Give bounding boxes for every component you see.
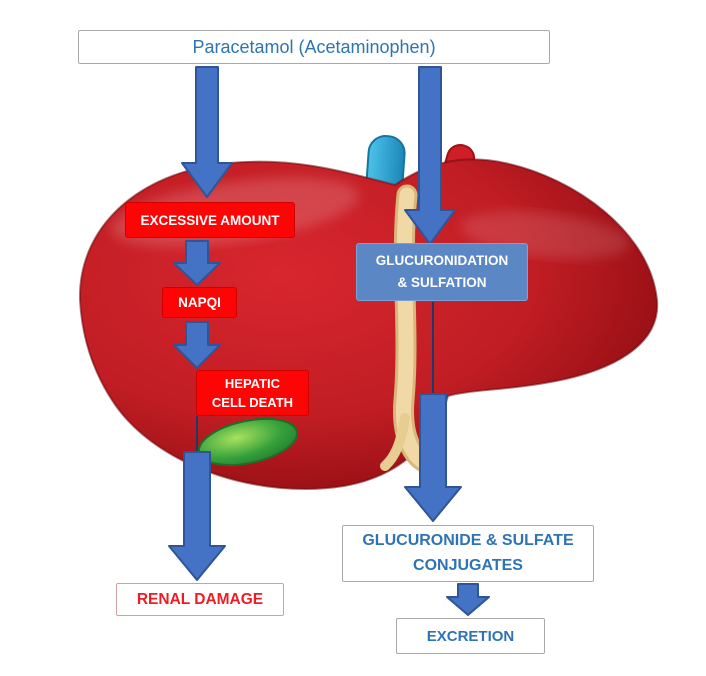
hepatic-cell-death-line2: CELL DEATH: [211, 395, 294, 410]
arrow-hepatic-to-renal: [168, 451, 226, 581]
glucuronidation-sulfation-box: GLUCURONIDATION & SULFATION: [356, 243, 528, 301]
conjugates-line2: CONJUGATES: [413, 556, 523, 574]
arrow-paracetamol-to-excessive: [181, 66, 233, 198]
glucuronidation-line2: & SULFATION: [397, 275, 487, 290]
glucuronidation-line1: GLUCURONIDATION: [375, 252, 509, 268]
arrow-excessive-to-napqi: [173, 240, 221, 286]
excessive-amount-label: EXCESSIVE AMOUNT: [140, 212, 280, 228]
napqi-box: NAPQI: [162, 287, 237, 318]
conjugates-line1: GLUCURONIDE & SULFATE: [362, 531, 574, 549]
conjugates-box: GLUCURONIDE & SULFATE CONJUGATES: [342, 525, 594, 582]
hepatic-cell-death-line1: HEPATIC: [224, 375, 281, 391]
arrow-paracetamol-to-glucuronidation: [404, 66, 456, 245]
excessive-amount-box: EXCESSIVE AMOUNT: [125, 202, 295, 238]
napqi-label: NAPQI: [178, 295, 221, 310]
title-label: Paracetamol (Acetaminophen): [192, 36, 436, 57]
arrow-glucuronidation-to-conjugates: [404, 393, 462, 522]
excretion-label: EXCRETION: [426, 627, 515, 645]
arrow-napqi-to-hepatic: [173, 321, 221, 369]
title-box: Paracetamol (Acetaminophen): [78, 30, 550, 64]
hepatic-cell-death-box: HEPATIC CELL DEATH: [196, 370, 309, 416]
renal-damage-label: RENAL DAMAGE: [136, 590, 264, 608]
renal-damage-box: RENAL DAMAGE: [116, 583, 284, 616]
arrow-conjugates-to-excretion: [446, 583, 490, 616]
excretion-box: EXCRETION: [396, 618, 545, 654]
